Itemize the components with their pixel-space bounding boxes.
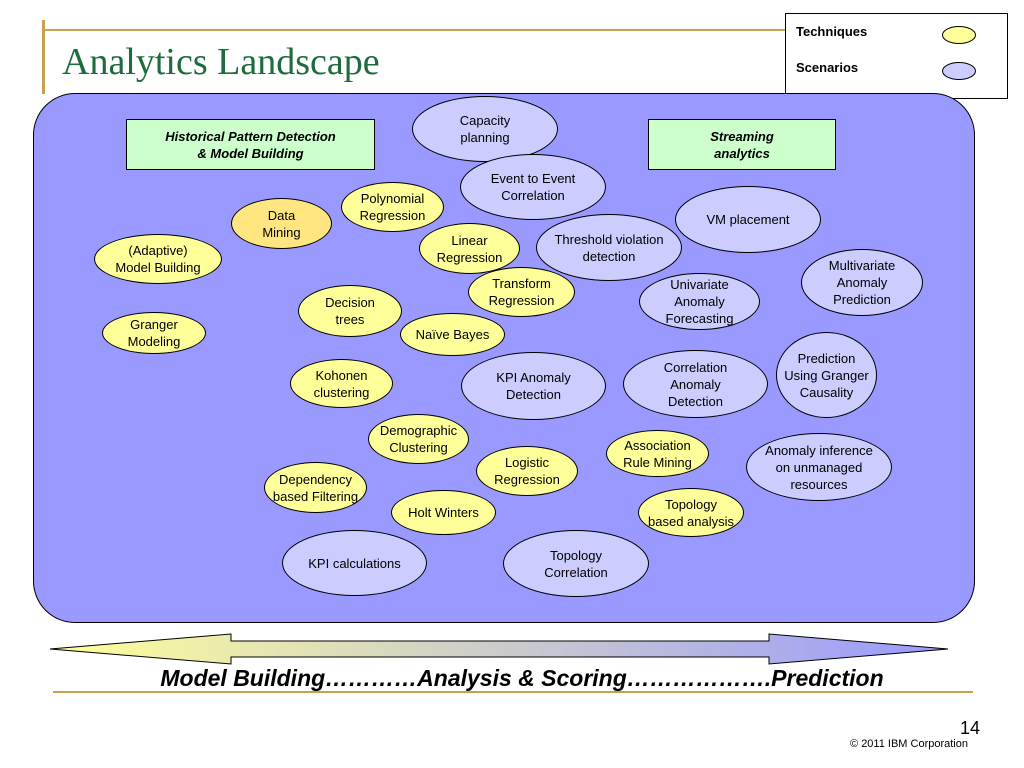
footer-divider — [53, 691, 973, 693]
technique-oval: Polynomial Regression — [341, 182, 444, 232]
copyright-text: © 2011 IBM Corporation — [850, 738, 968, 750]
scenario-oval: Univariate Anomaly Forecasting — [639, 273, 760, 330]
page-title: Analytics Landscape — [62, 41, 380, 83]
scenario-oval: Correlation Anomaly Detection — [623, 350, 768, 418]
technique-oval: Holt Winters — [391, 490, 496, 535]
technique-oval: Kohonen clustering — [290, 359, 393, 408]
scenario-oval: Anomaly inference on unmanaged resources — [746, 433, 892, 501]
technique-oval: Data Mining — [231, 198, 332, 249]
legend: Techniques Scenarios — [785, 13, 1008, 99]
scenario-oval: KPI calculations — [282, 530, 427, 596]
technique-oval: Decision trees — [298, 285, 402, 337]
scenario-oval: Multivariate Anomaly Prediction — [801, 249, 923, 316]
progression-caption: Model Building…………Analysis & Scoring…………… — [160, 665, 884, 691]
progression-arrow-icon — [49, 633, 949, 665]
technique-oval: Granger Modeling — [102, 312, 206, 354]
technique-oval: Association Rule Mining — [606, 430, 709, 477]
legend-techniques-label: Techniques — [796, 24, 868, 39]
technique-oval: Dependency based Filtering — [264, 462, 367, 513]
technique-oval: Transform Regression — [468, 267, 575, 317]
technique-oval: Naïve Bayes — [400, 313, 505, 356]
scenario-oval: Prediction Using Granger Causality — [776, 332, 877, 418]
scenario-oval: Capacity planning — [412, 96, 558, 162]
scenario-oval: VM placement — [675, 186, 821, 253]
title-underline — [42, 29, 787, 31]
scenario-oval: Topology Correlation — [503, 530, 649, 597]
streaming-analytics-box: Streaming analytics — [648, 119, 836, 170]
technique-oval: (Adaptive) Model Building — [94, 234, 222, 284]
scenario-oval: KPI Anomaly Detection — [461, 352, 606, 420]
legend-scenarios-label: Scenarios — [796, 60, 859, 75]
legend-scenarios-swatch — [942, 62, 976, 80]
scenario-oval: Event to Event Correlation — [460, 154, 606, 220]
legend-techniques-swatch — [942, 26, 976, 44]
technique-oval: Linear Regression — [419, 223, 520, 274]
historical-pattern-box: Historical Pattern Detection & Model Bui… — [126, 119, 375, 170]
scenario-oval: Threshold violation detection — [536, 214, 682, 281]
technique-oval: Demographic Clustering — [368, 414, 469, 464]
page-number: 14 — [959, 718, 980, 738]
title-accent-bar — [42, 20, 45, 94]
technique-oval: Topology based analysis — [638, 488, 744, 537]
technique-oval: Logistic Regression — [476, 446, 578, 496]
